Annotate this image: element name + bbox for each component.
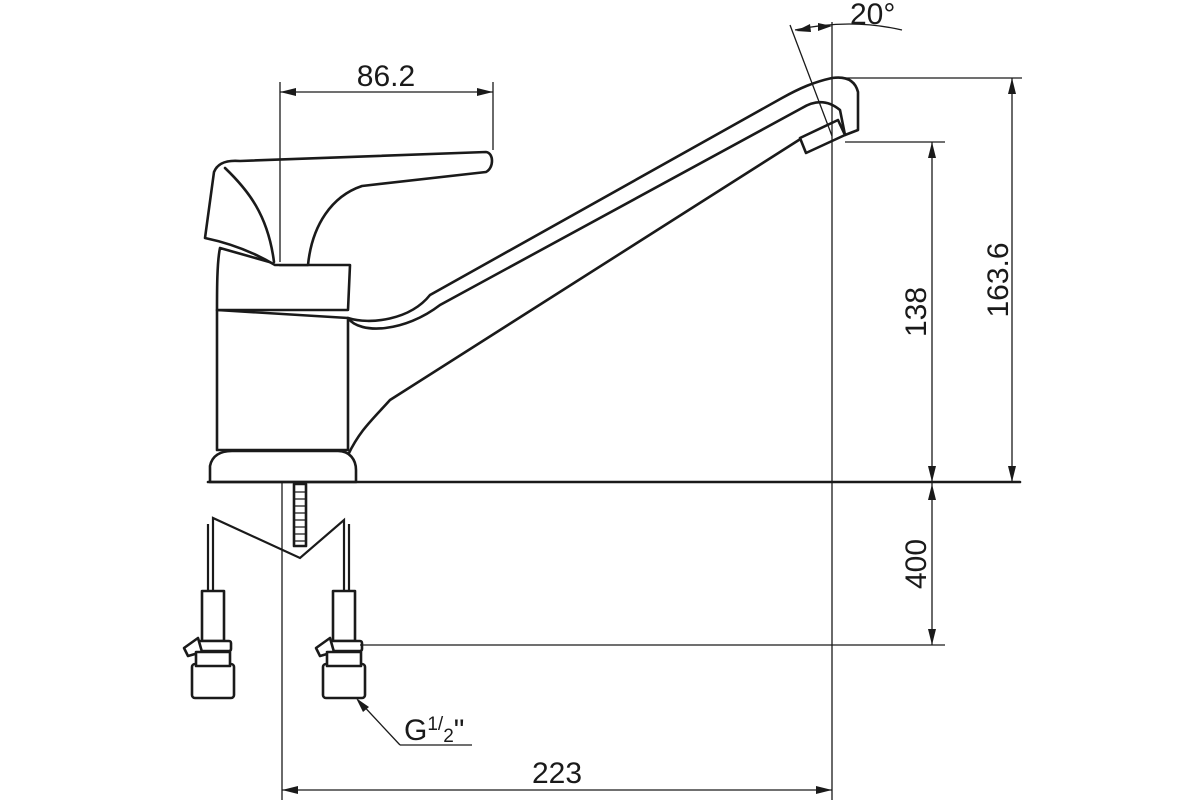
- dimension-outlet-height: 138: [845, 141, 945, 482]
- dimension-hose-length: 400: [360, 482, 945, 646]
- outlet-height-label: 138: [900, 287, 933, 337]
- mounting-stud: [292, 482, 308, 548]
- spout-reach-label: 223: [532, 757, 582, 790]
- hose-connector-left: [182, 589, 236, 700]
- lever-handle: [203, 150, 494, 267]
- dimension-handle-reach: 86.2: [279, 60, 494, 262]
- spout: [346, 76, 860, 330]
- thread-size-label: G1/2": [404, 714, 464, 747]
- hose-connector-right: [314, 589, 367, 700]
- hoses: [182, 516, 367, 700]
- spout-lower-edge: [346, 136, 804, 457]
- stud-thread: [294, 491, 306, 542]
- thread-callout: G1/2": [356, 698, 472, 747]
- hose-length-label: 400: [900, 539, 933, 589]
- mixer-body: [215, 308, 350, 452]
- faucet: [203, 76, 860, 548]
- lever-crease: [223, 166, 276, 264]
- hose-left: [211, 516, 346, 592]
- cartridge-housing: [215, 246, 352, 312]
- total-height-label: 163.6: [982, 242, 1015, 317]
- base-ring: [208, 449, 358, 484]
- dimension-spout-reach: 223: [281, 482, 832, 800]
- handle-reach-label: 86.2: [357, 60, 415, 93]
- spout-angle-label: 20°: [850, 0, 895, 31]
- aerator: [798, 118, 847, 155]
- dimension-total-height: 163.6: [845, 77, 1022, 482]
- hose-left-inner: [206, 524, 351, 592]
- dimension-spout-angle: 20°: [789, 0, 903, 800]
